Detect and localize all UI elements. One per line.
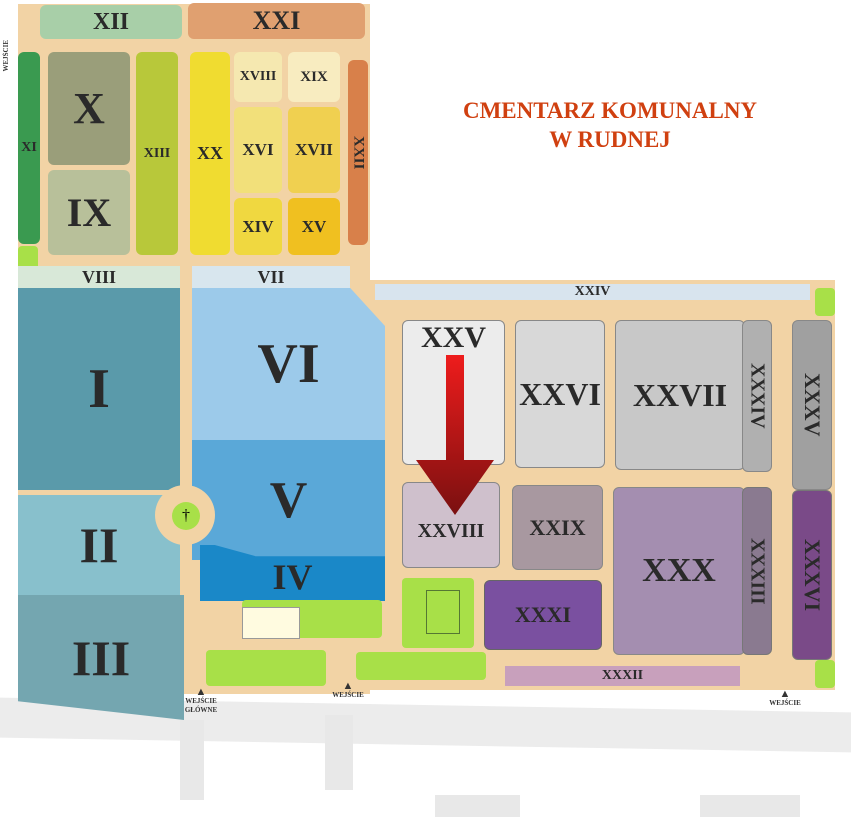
section-XXII[interactable]: XXII — [348, 60, 368, 245]
street — [325, 715, 353, 790]
title-line-2: W RUDNEJ — [549, 127, 671, 152]
map-title: CMENTARZ KOMUNALNY W RUDNEJ — [420, 96, 800, 154]
arrow-up-icon: ▲ — [195, 686, 207, 698]
section-XXX[interactable]: XXX — [613, 487, 745, 655]
location-arrow-icon — [416, 355, 494, 515]
section-XI[interactable]: XI — [18, 52, 40, 244]
arrow-up-icon: ▲ — [342, 680, 354, 692]
section-XXXIII[interactable]: XXXIII — [742, 487, 772, 655]
section-XIII[interactable]: XIII — [136, 52, 178, 255]
green-area — [356, 652, 486, 680]
arrow-up-icon: ▲ — [779, 688, 791, 700]
entrance-left-label: WEJŚCIE — [2, 40, 10, 72]
section-XVIII[interactable]: XVIII — [234, 52, 282, 102]
section-XX[interactable]: XX — [190, 52, 230, 255]
title-line-1: CMENTARZ KOMUNALNY — [462, 98, 758, 123]
section-XV[interactable]: XV — [288, 198, 340, 255]
entrance-middle[interactable]: ▲WEJŚCIE — [325, 680, 371, 700]
entrance-right-label: WEJŚCIE — [769, 699, 801, 707]
green-area — [815, 660, 835, 688]
section-V[interactable]: V — [192, 440, 385, 560]
building — [426, 590, 460, 634]
section-XXVI[interactable]: XXVI — [515, 320, 605, 468]
section-II[interactable]: II — [18, 495, 180, 595]
section-VIII[interactable]: VIII — [18, 266, 180, 288]
section-XXXI[interactable]: XXXI — [484, 580, 602, 650]
section-XII[interactable]: XII — [40, 5, 182, 39]
entrance-right[interactable]: ▲WEJŚCIE — [762, 688, 808, 708]
entrance-middle-label: WEJŚCIE — [332, 691, 364, 699]
section-VI[interactable]: VI — [192, 288, 385, 440]
section-XXIV[interactable]: XXIV — [375, 284, 810, 300]
section-III[interactable]: III — [18, 595, 184, 720]
section-XXVII[interactable]: XXVII — [615, 320, 745, 470]
street — [700, 795, 800, 817]
section-XIV[interactable]: XIV — [234, 198, 282, 255]
green-area — [402, 578, 474, 648]
green-area — [206, 650, 326, 686]
section-XXXII[interactable]: XXXII — [505, 666, 740, 686]
section-XIX[interactable]: XIX — [288, 52, 340, 102]
section-VII[interactable]: VII — [192, 266, 350, 288]
section-X[interactable]: X — [48, 52, 130, 165]
section-I[interactable]: I — [18, 288, 180, 490]
section-XXIX[interactable]: XXIX — [512, 485, 603, 570]
green-area — [815, 288, 835, 316]
street — [180, 720, 204, 800]
entrance-left[interactable]: WEJŚCIE — [2, 40, 16, 72]
entrance-main[interactable]: ▲WEJŚCIE GŁÓWNE — [178, 686, 224, 715]
chapel[interactable]: † — [172, 502, 200, 530]
building — [242, 607, 300, 639]
section-XVII[interactable]: XVII — [288, 107, 340, 193]
section-IX[interactable]: IX — [48, 170, 130, 255]
section-XXI[interactable]: XXI — [188, 3, 365, 39]
section-XVI[interactable]: XVI — [234, 107, 282, 193]
section-XXXIV[interactable]: XXXIV — [742, 320, 772, 472]
section-XXXV[interactable]: XXXV — [792, 320, 832, 490]
entrance-main-label: WEJŚCIE GŁÓWNE — [184, 697, 218, 714]
section-XXVIII[interactable]: XXVIII — [402, 482, 500, 568]
section-XXXVI[interactable]: XXXVI — [792, 490, 832, 660]
street — [435, 795, 520, 817]
